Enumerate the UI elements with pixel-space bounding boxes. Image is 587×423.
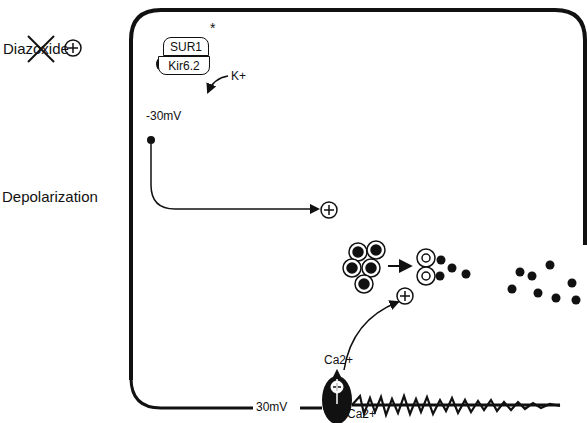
channel-subunit-box: SUR1 <box>163 37 209 56</box>
voltage-label: -30mV <box>146 110 181 122</box>
process-label: Depolarization <box>2 189 98 204</box>
voltage-label: 30mV <box>256 401 287 413</box>
mutation-mark: * <box>210 21 215 35</box>
channel-subunit-box: Kir6.2 <box>158 56 210 75</box>
ion-label: Ca2+ <box>347 408 376 420</box>
subunit-name: SUR1 <box>170 41 202 53</box>
ion-label: K+ <box>231 70 246 82</box>
drug-label: Diazoxide <box>3 41 69 56</box>
ion-label: Ca2+ <box>324 354 353 366</box>
subunit-name: Kir6.2 <box>168 60 199 72</box>
